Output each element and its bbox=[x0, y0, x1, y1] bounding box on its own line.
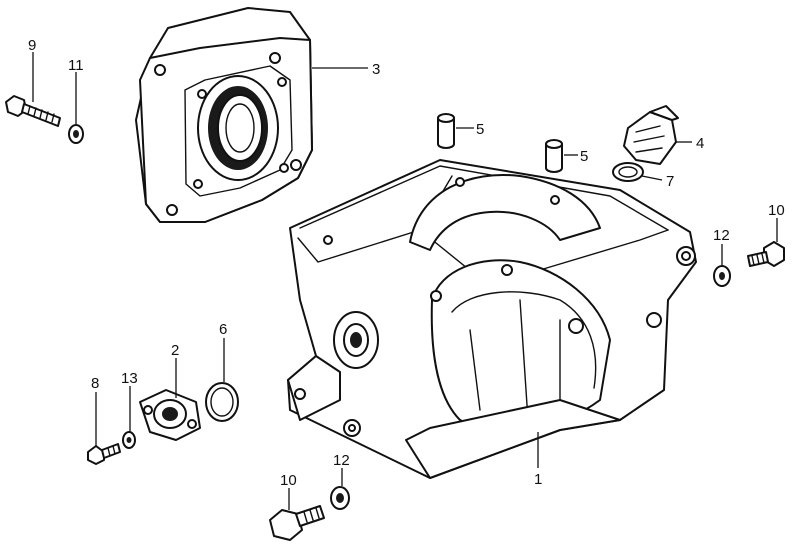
washer-11 bbox=[68, 124, 84, 144]
callout-13: 13 bbox=[121, 370, 138, 387]
callout-6: 6 bbox=[219, 321, 227, 338]
callout-11: 11 bbox=[68, 57, 84, 74]
callout-2: 2 bbox=[171, 342, 179, 359]
callout-5-upper: 5 bbox=[476, 121, 484, 138]
callout-10-right: 10 bbox=[768, 202, 785, 219]
callout-labels: 1 2 3 4 5 5 6 7 8 9 10 10 11 12 12 13 bbox=[28, 37, 785, 489]
washer-12-bottom bbox=[330, 486, 350, 510]
o-ring-small bbox=[612, 162, 644, 182]
callout-8: 8 bbox=[91, 375, 99, 392]
flange-cover bbox=[139, 389, 201, 441]
washer-12-right bbox=[713, 265, 731, 287]
small-bolt bbox=[87, 443, 121, 465]
dowel-pin-lower bbox=[545, 139, 563, 173]
callout-7: 7 bbox=[666, 173, 674, 190]
o-ring-large bbox=[205, 382, 239, 422]
callout-3: 3 bbox=[372, 61, 380, 78]
callout-12-right: 12 bbox=[713, 227, 730, 244]
callout-1: 1 bbox=[534, 471, 542, 488]
filler-plug bbox=[623, 105, 679, 165]
crankcase-body bbox=[287, 159, 697, 479]
callout-4: 4 bbox=[696, 135, 704, 152]
callout-9: 9 bbox=[28, 37, 36, 54]
callout-12-bottom: 12 bbox=[333, 452, 350, 469]
drain-bolt bbox=[269, 505, 325, 541]
washer-13 bbox=[122, 431, 136, 449]
callout-5-lower: 5 bbox=[580, 148, 588, 165]
flange-bolt-right bbox=[747, 241, 785, 267]
crankcase-cover bbox=[135, 7, 313, 223]
long-bolt bbox=[5, 95, 61, 127]
dowel-pin-upper bbox=[437, 113, 455, 149]
callout-10-bottom: 10 bbox=[280, 472, 297, 489]
leader-lines bbox=[32, 52, 778, 510]
